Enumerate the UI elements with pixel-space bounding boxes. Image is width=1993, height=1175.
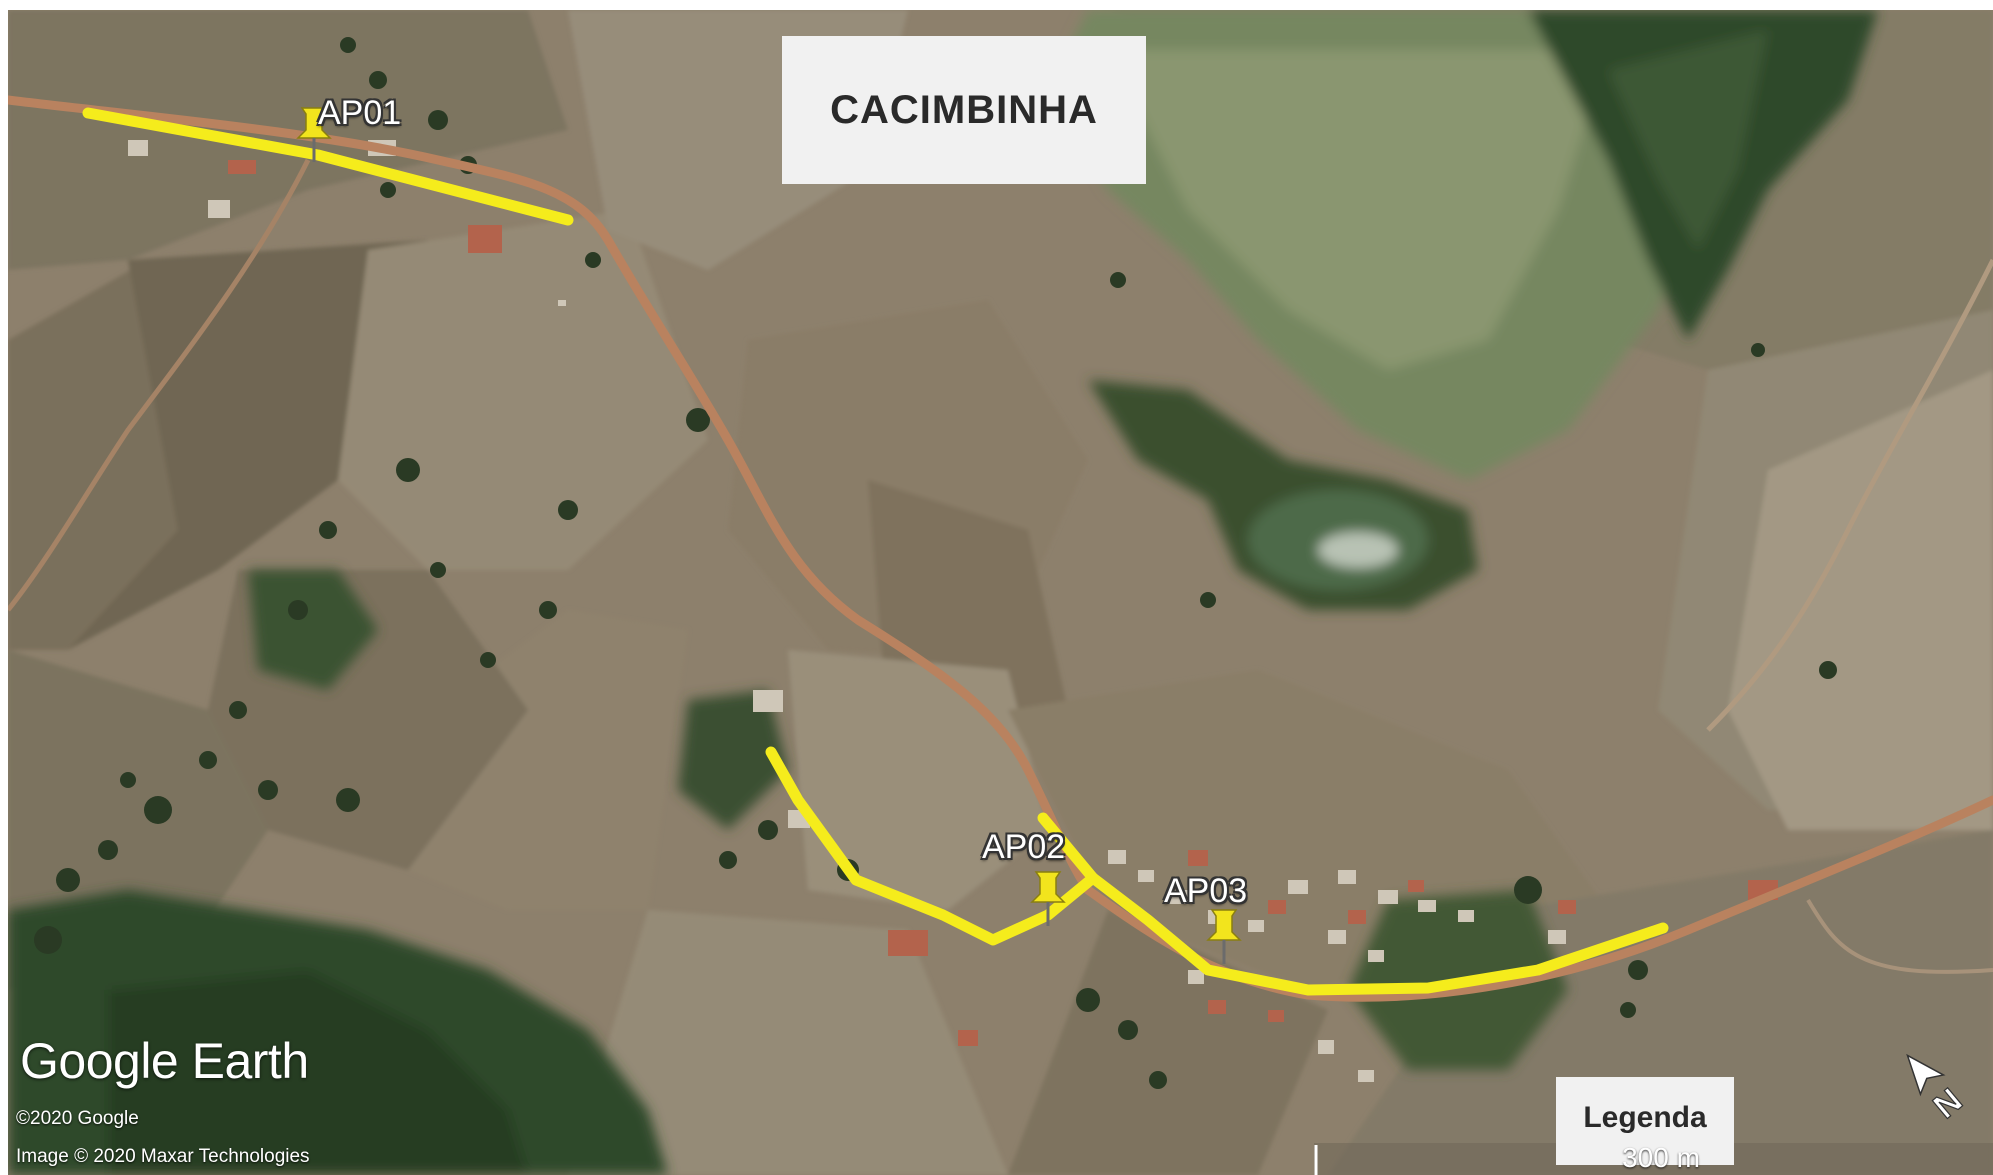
side-road-left: [8, 158, 311, 612]
marker-label-ap02[interactable]: AP02: [982, 828, 1066, 866]
tree-dots: [34, 37, 1837, 1089]
north-arrow-icon[interactable]: N: [1884, 1038, 1993, 1148]
google-earth-logo: Google Earth: [20, 1033, 309, 1089]
pasture-area: [1048, 10, 1878, 480]
copyright-imagery: Image © 2020 Maxar Technologies: [16, 1146, 310, 1167]
pushpin-icon[interactable]: [294, 104, 334, 164]
route-ap02: [765, 746, 1099, 946]
dirt-road: [8, 95, 1993, 1002]
scale-bar: [1314, 1145, 1318, 1175]
satellite-map[interactable]: CACIMBINHA AP01 AP02 AP03 Google Earth ©…: [8, 10, 1993, 1175]
route-lines: [82, 107, 1669, 996]
forest-area: [8, 570, 1568, 1175]
copyright-google: ©2020 Google: [16, 1108, 139, 1129]
riparian-vegetation: [1088, 380, 1478, 610]
marker-label-ap01[interactable]: AP01: [318, 94, 402, 132]
side-road-right: [1706, 258, 1993, 732]
scale-label: 300 m: [1622, 1142, 1700, 1173]
pushpin-icon[interactable]: [1204, 906, 1244, 966]
svg-text:N: N: [1926, 1081, 1969, 1126]
route-ap01: [82, 107, 574, 226]
marker-label-ap03[interactable]: AP03: [1164, 872, 1248, 910]
pushpin-icon[interactable]: [1028, 868, 1068, 928]
route-ap03: [1087, 872, 1669, 996]
map-title-box: CACIMBINHA: [782, 36, 1146, 184]
satellite-imagery: [8, 10, 1993, 1175]
side-road-bottom: [1806, 898, 1993, 974]
map-title: CACIMBINHA: [830, 87, 1098, 132]
legend-box[interactable]: Legenda: [1556, 1077, 1734, 1165]
legend-label: Legenda: [1583, 1101, 1707, 1134]
